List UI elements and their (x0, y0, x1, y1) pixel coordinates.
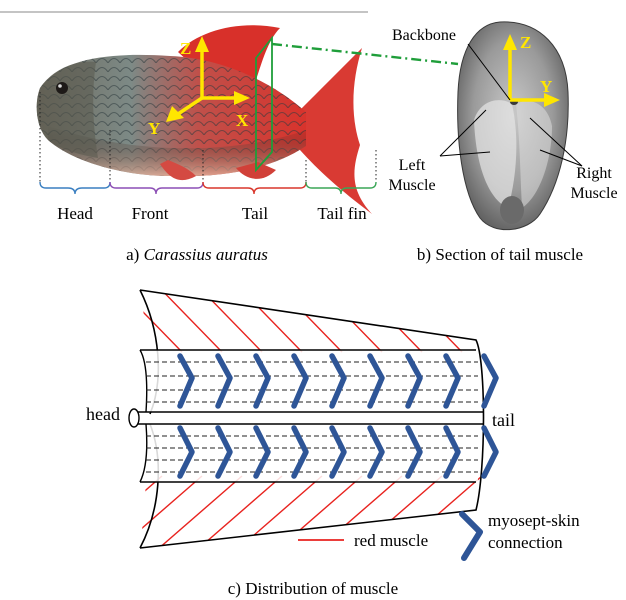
myosept-connection-lower (484, 428, 496, 476)
caption-c: c) Distribution of muscle (228, 579, 398, 598)
fish-eye (56, 82, 68, 94)
section-axis-z-label: Z (520, 33, 531, 52)
red-muscle-line (190, 476, 282, 556)
caption-b: b) Section of tail muscle (417, 245, 583, 264)
red-muscle-line (110, 278, 182, 352)
legend-connection-label-1: myosept-skin (488, 511, 580, 530)
axis-y-label: Y (148, 119, 160, 138)
section-axis-y-label: Y (540, 77, 552, 96)
inner-block-lower (148, 424, 478, 482)
label-right-muscle-1: Right (576, 165, 612, 182)
red-muscle-line (350, 278, 422, 352)
label-backbone: Backbone (392, 27, 456, 44)
brace-front (110, 182, 203, 194)
red-muscle-line (550, 278, 622, 352)
caudal-fin (300, 48, 372, 214)
label-left-muscle-1: Left (399, 157, 426, 174)
red-muscle-line (230, 476, 322, 556)
red-muscle-line (150, 476, 242, 556)
inner-block-upper (148, 350, 478, 412)
red-muscle-line (70, 476, 162, 556)
red-muscle-line (30, 476, 122, 556)
segment-label-tail-fin: Tail fin (317, 204, 367, 223)
muscle-shell-head-curve (140, 290, 158, 548)
red-muscle-line (270, 476, 362, 556)
red-muscle-line (230, 278, 302, 352)
label-left-muscle-2: Muscle (388, 177, 435, 194)
red-muscle-line (470, 278, 542, 352)
red-muscle-line (510, 278, 582, 352)
legend-red-label: red muscle (354, 531, 428, 550)
axis-x-label: X (236, 111, 249, 130)
brace-tail (203, 182, 306, 194)
label-head: head (86, 404, 120, 424)
label-tail: tail (492, 410, 515, 430)
caption-a: a) Carassius auratus (126, 245, 268, 264)
myosept-connection-upper (484, 356, 496, 406)
legend-connection-label-2: connection (488, 533, 563, 552)
axis-z-label: Z (180, 39, 191, 58)
label-right-muscle-2: Muscle (570, 185, 617, 202)
red-muscle-line (110, 476, 202, 556)
section-connector (272, 44, 458, 64)
red-muscle-line (390, 278, 462, 352)
brace-head (40, 182, 110, 194)
red-muscle-line (310, 278, 382, 352)
head-ellipse (129, 409, 139, 427)
muscle-shell-outline (140, 290, 484, 548)
red-muscle-line (430, 278, 502, 352)
segment-label-front: Front (132, 204, 169, 223)
red-muscle-line (150, 278, 222, 352)
segment-label-tail: Tail (242, 204, 268, 223)
legend-connection-swatch (462, 514, 480, 558)
red-muscle-line (190, 278, 262, 352)
segment-label-head: Head (57, 204, 93, 223)
